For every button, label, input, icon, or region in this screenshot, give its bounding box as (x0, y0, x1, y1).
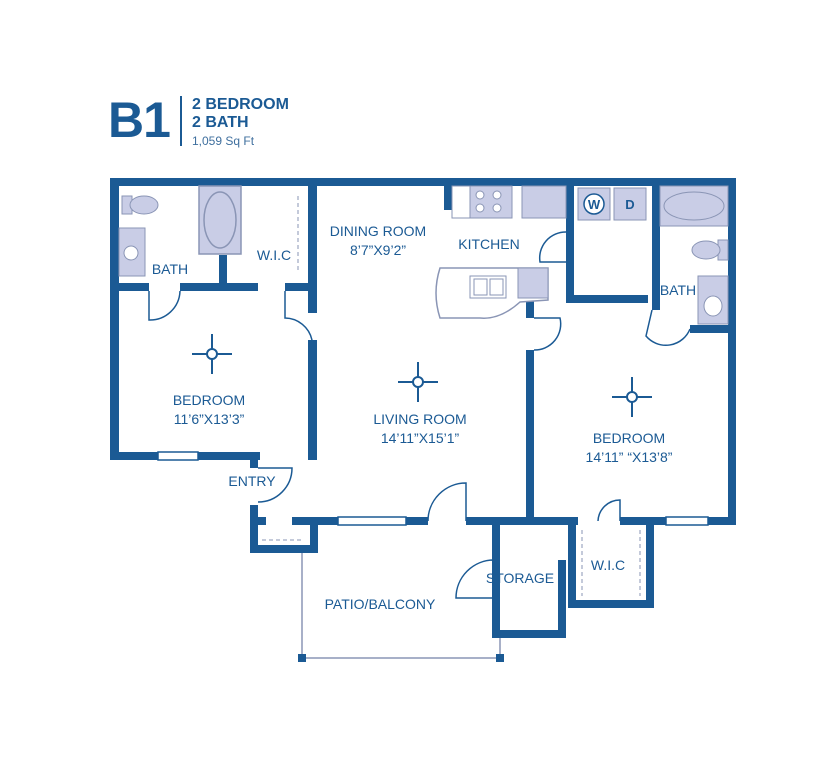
label-wic-top: W.I.C (257, 247, 291, 263)
label-bedroom-left: BEDROOM (173, 392, 245, 408)
label-storage: STORAGE (486, 570, 554, 586)
plan-code: B1 (108, 92, 171, 148)
label-dining: DINING ROOM (330, 223, 426, 239)
windows (157, 451, 709, 526)
header-divider (180, 96, 182, 146)
doors (148, 231, 691, 599)
label-dining-size: 8’7”X9’2” (350, 242, 406, 258)
washer-label: W (588, 197, 601, 212)
label-entry: ENTRY (228, 473, 276, 489)
label-patio: PATIO/BALCONY (325, 596, 436, 612)
fixtures (118, 185, 729, 662)
walls (110, 178, 736, 638)
label-bedroom-right: BEDROOM (593, 430, 665, 446)
square-footage: 1,059 Sq Ft (192, 134, 255, 148)
bedroom-count: 2 BEDROOM (192, 96, 289, 113)
ceiling-fan-icons (192, 334, 652, 417)
label-bath-right: BATH (660, 282, 696, 298)
ceiling-fan-icon (612, 377, 652, 417)
label-bath-left: BATH (152, 261, 188, 277)
label-living: LIVING ROOM (373, 411, 466, 427)
ceiling-fan-icon (192, 334, 232, 374)
label-kitchen: KITCHEN (458, 236, 519, 252)
ceiling-fan-icon (398, 362, 438, 402)
room-labels: BATH W.I.C DINING ROOM 8’7”X9’2” KITCHEN… (152, 197, 696, 612)
dryer-label: D (625, 197, 634, 212)
label-bedroom-left-size: 11’6”X13’3” (174, 411, 245, 427)
label-wic-bottom: W.I.C (591, 557, 625, 573)
plan-header: B1 2 BEDROOM 2 BATH 1,059 Sq Ft (108, 92, 328, 162)
label-bedroom-right-size: 14’11” “X13’8” (586, 449, 673, 465)
bathroom-count: 2 BATH (192, 114, 249, 131)
label-living-size: 14’11”X15’1” (381, 430, 460, 446)
